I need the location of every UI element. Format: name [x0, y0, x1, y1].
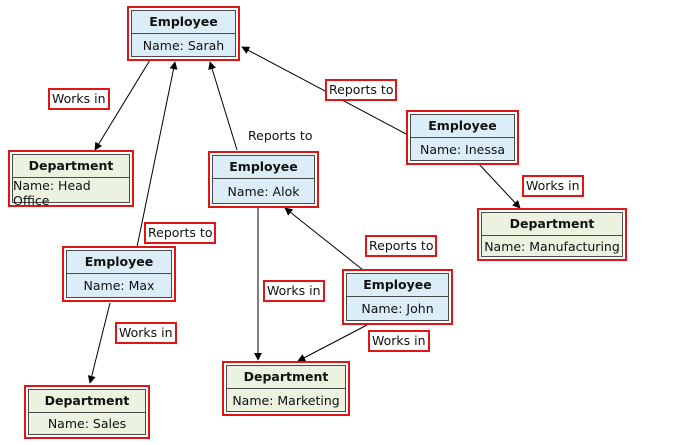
edge-label-alok-works-in: Works in [263, 280, 325, 302]
edge-label-sarah-works-in: Works in [48, 88, 110, 110]
node-name: Name: Max [83, 278, 155, 293]
edge-max-reports-to [136, 61, 178, 248]
edge-label-max-reports-to: Reports to [144, 222, 217, 244]
edge-label-alok-reports-to: Reports to [248, 128, 313, 143]
edge-label-john-works-in: Works in [368, 330, 430, 352]
node-header: Employee [67, 251, 171, 274]
node-name: Name: Sarah [142, 37, 225, 53]
edge-inessa-works-in [477, 162, 521, 209]
node-name: Name: Sales [47, 416, 127, 431]
node-employee-alok[interactable]: Employee Name: Alok [208, 151, 319, 208]
node-name: Name: Inessa [419, 141, 506, 157]
node-header: Department [482, 213, 622, 236]
node-employee-max[interactable]: Employee Name: Max [62, 246, 176, 302]
node-name: Name: John [361, 301, 434, 316]
edge-john-works-in [297, 324, 368, 362]
edge-alok-reports-to [208, 61, 238, 151]
node-employee-inessa[interactable]: Employee Name: Inessa [406, 110, 519, 165]
edge-max-works-in [87, 302, 111, 384]
node-employee-sarah[interactable]: Employee Name: Sarah [127, 6, 240, 61]
node-department-manufacturing[interactable]: Department Name: Manufacturing [477, 208, 627, 261]
node-name: Name: Marketing [232, 392, 340, 408]
node-department-marketing[interactable]: Department Name: Marketing [222, 361, 350, 416]
node-header: Department [227, 366, 345, 389]
node-employee-john[interactable]: Employee Name: John [342, 269, 453, 325]
node-department-sales[interactable]: Department Name: Sales [24, 385, 150, 439]
node-header: Employee [411, 115, 514, 138]
node-name: Name: Manufacturing [484, 238, 620, 254]
edge-label-max-works-in: Works in [115, 322, 177, 344]
edge-label-inessa-works-in: Works in [522, 175, 584, 197]
node-header: Employee [213, 156, 314, 179]
node-header: Department [29, 390, 145, 413]
node-name: Name: Alok [227, 183, 300, 199]
node-department-head-office[interactable]: Department Name: Head Office [8, 150, 134, 208]
edge-john-reports-to [284, 207, 364, 271]
edge-label-john-reports-to: Reports to [365, 235, 438, 257]
node-header: Employee [347, 274, 448, 297]
node-name: Name: Head Office [13, 178, 91, 208]
node-header: Employee [132, 11, 235, 34]
edge-label-inessa-reports-to: Reports to [325, 79, 398, 101]
edge-sarah-works-in [94, 59, 151, 151]
node-header: Department [13, 155, 129, 178]
